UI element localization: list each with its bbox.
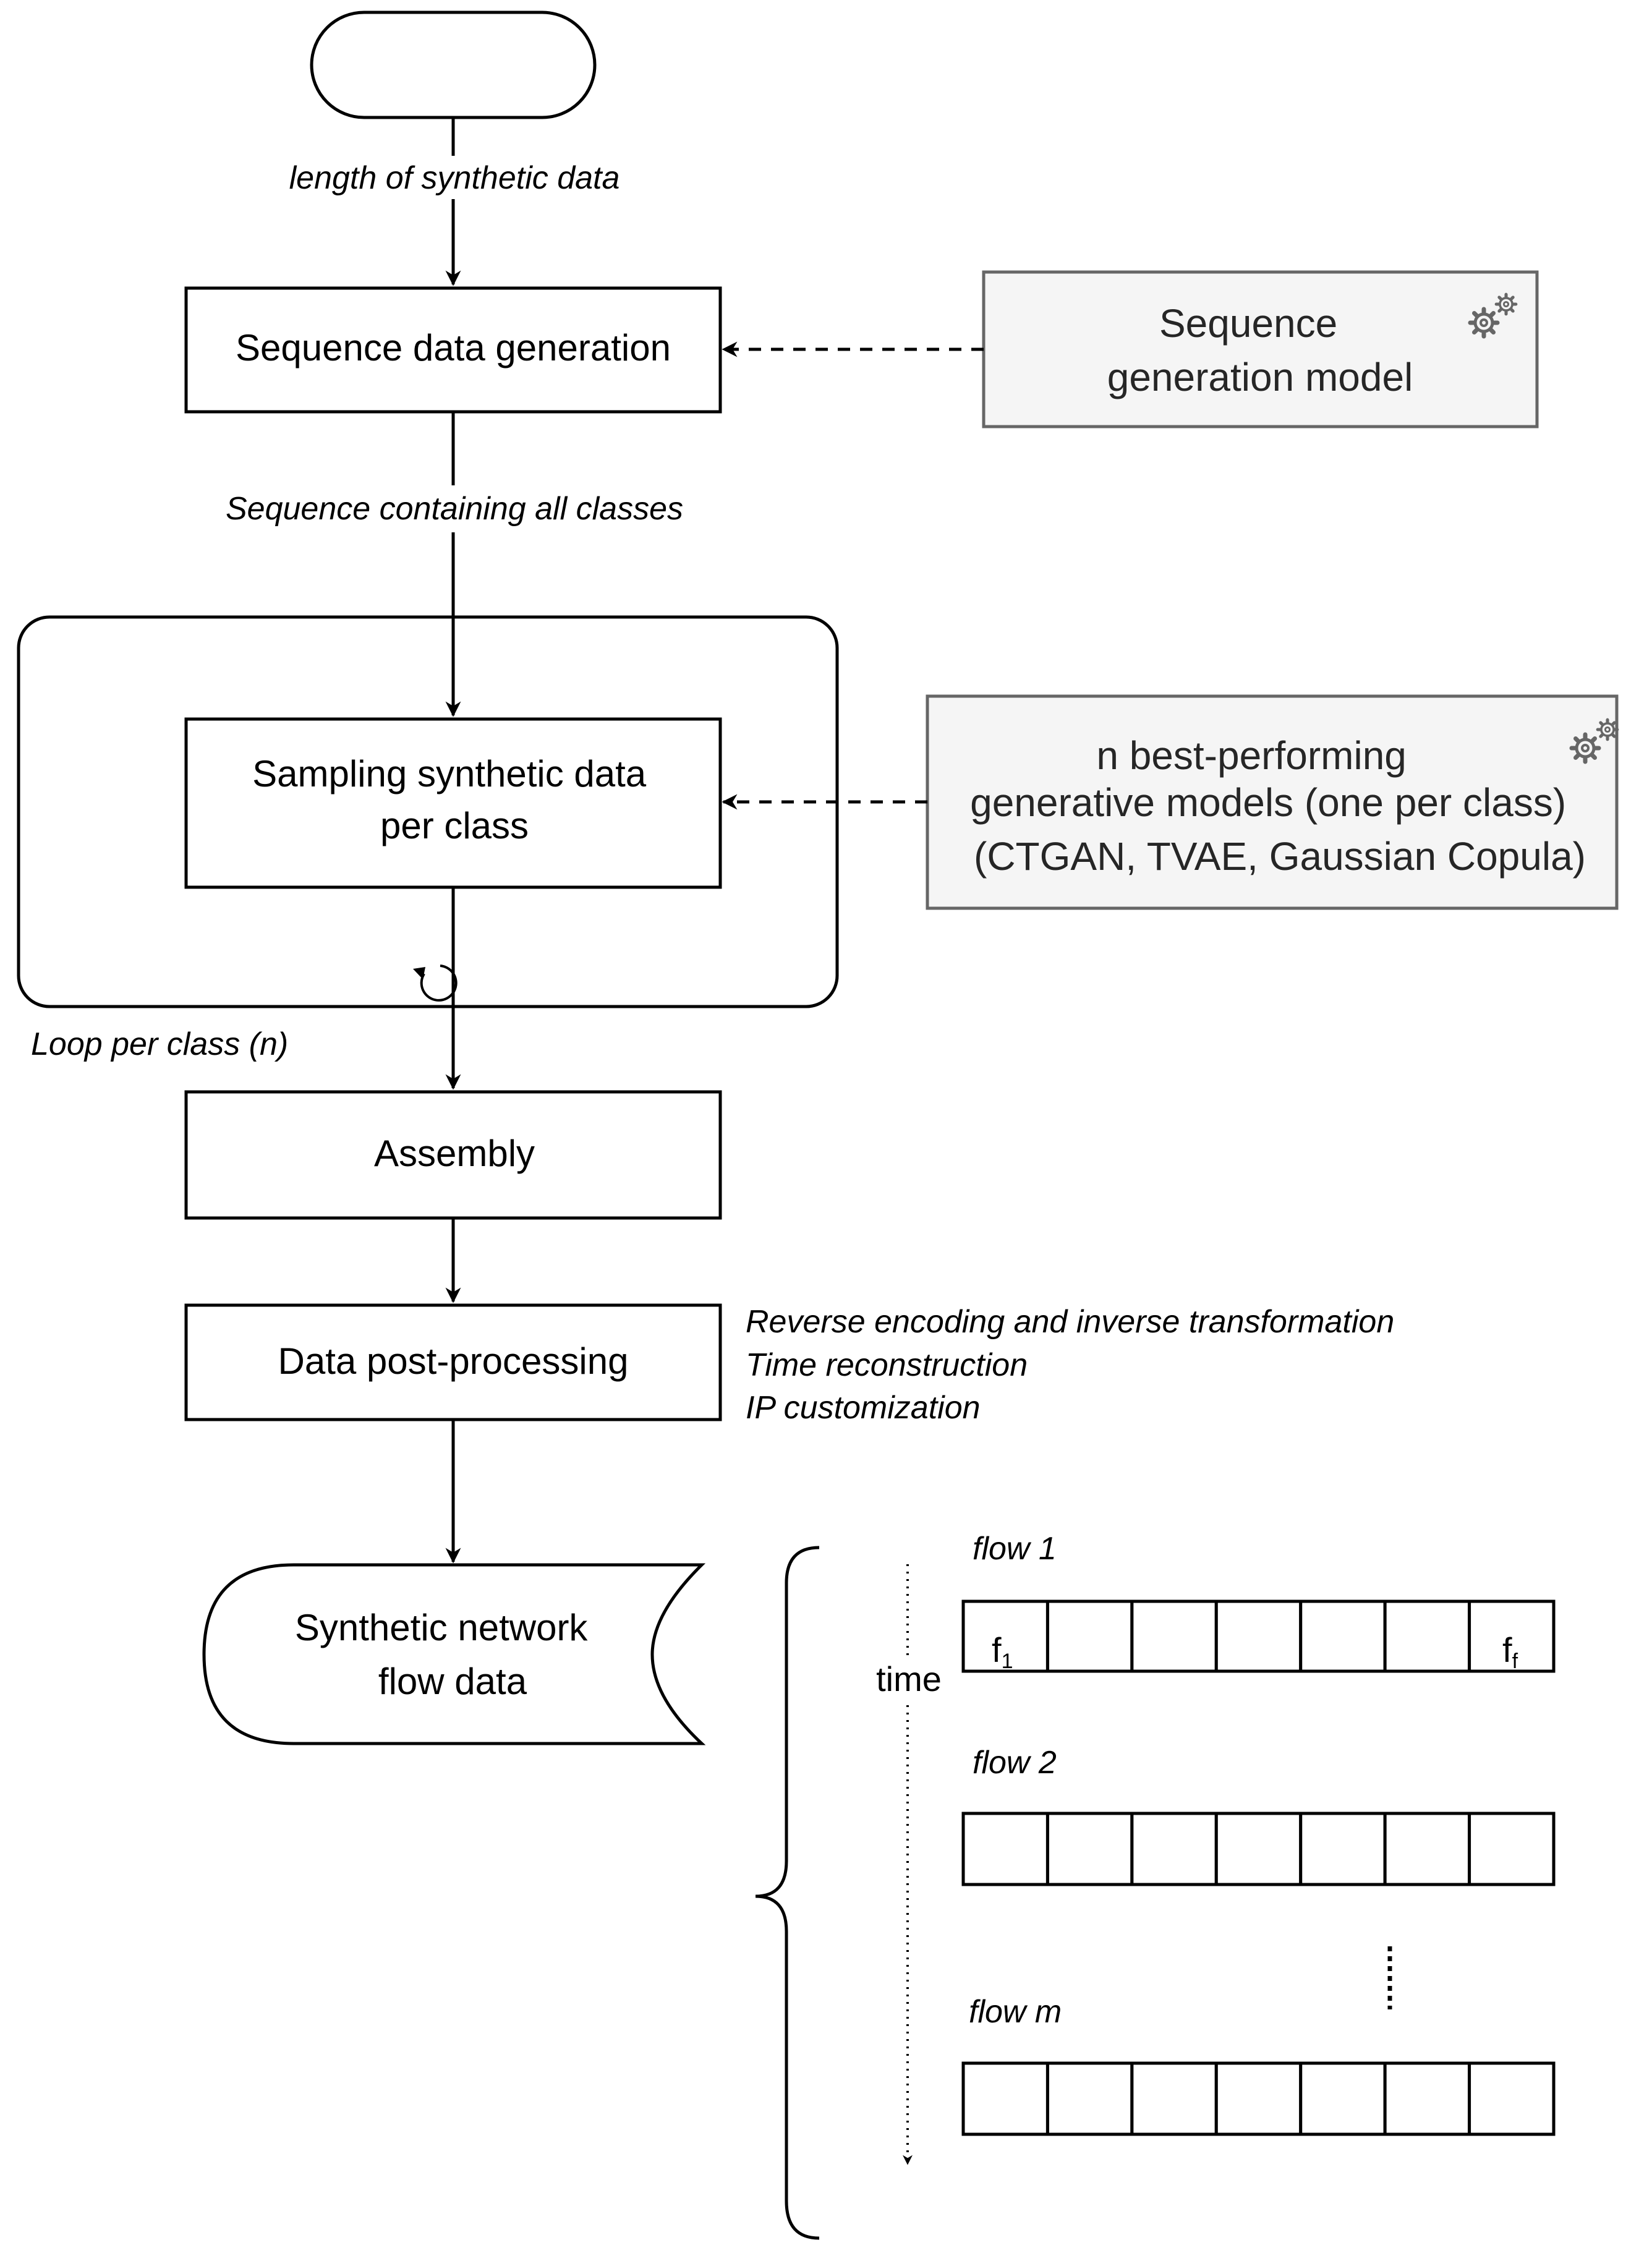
flow-cell [1045, 1599, 1134, 1673]
flow-cell [1468, 1812, 1556, 1886]
time-label: time [876, 1659, 942, 1698]
sequence-generation-node [184, 286, 722, 414]
generative-models-label: n best-performing generative models (one… [970, 733, 1586, 879]
flow-cell [961, 2061, 1049, 2136]
output-data-node [202, 1563, 706, 1745]
post-processing-steps: Reverse encoding and inverse transformat… [746, 1304, 1403, 1426]
flow-2-label: flow 2 [973, 1745, 1057, 1781]
sampling-node [184, 717, 722, 889]
start-terminator [310, 11, 597, 119]
flow-2-row [961, 1812, 1556, 1886]
sequence-generation-label: Sequence data generation [236, 327, 671, 368]
flow-cell [1299, 2061, 1387, 2136]
flow-cell [1383, 2061, 1471, 2136]
flow-cell [1045, 2061, 1134, 2136]
edge-label-sequence: Sequence containing all classes [226, 491, 683, 527]
sequence-model-label: Sequence generation model [1107, 301, 1413, 399]
post-processing-label: Data post-processing [278, 1340, 629, 1382]
sequence-model-box [982, 270, 1539, 428]
output-data-label: Synthetic network flow data [295, 1607, 598, 1702]
flow-1-label: flow 1 [973, 1531, 1057, 1567]
loop-container [17, 615, 839, 1008]
flow-cell [1214, 2061, 1303, 2136]
flow-cell [1299, 1812, 1387, 1886]
post-processing-node [184, 1303, 722, 1421]
loop-icon [413, 965, 458, 1002]
flow-cell [1214, 1812, 1303, 1886]
feature-last-label: ff [1502, 1630, 1518, 1673]
assembly-node [184, 1090, 722, 1220]
flow-cell [1383, 1599, 1471, 1673]
flow-1-row [961, 1599, 1556, 1673]
feature-first-label: f1 [992, 1630, 1013, 1673]
flow-cell [1214, 1599, 1303, 1673]
edge-label-length: length of synthetic data [289, 160, 620, 196]
flow-cell [1130, 1599, 1218, 1673]
flow-m-row [961, 2061, 1556, 2136]
flow-cell [1468, 1599, 1556, 1673]
brace-icon [755, 1546, 820, 2240]
flow-cell [1299, 1599, 1387, 1673]
flow-cell [1383, 1812, 1471, 1886]
loop-label: Loop per class (n) [31, 1026, 288, 1062]
flow-cell [1045, 1812, 1134, 1886]
flow-m-label: flow m [969, 1994, 1062, 2030]
flow-cell [1130, 2061, 1218, 2136]
flow-cell [961, 1599, 1049, 1673]
sampling-label: Sampling synthetic data per class [252, 753, 657, 846]
assembly-label: Assembly [374, 1133, 535, 1174]
flow-cell [1130, 1812, 1218, 1886]
flow-cell [961, 1812, 1049, 1886]
flow-cell [1468, 2061, 1556, 2136]
